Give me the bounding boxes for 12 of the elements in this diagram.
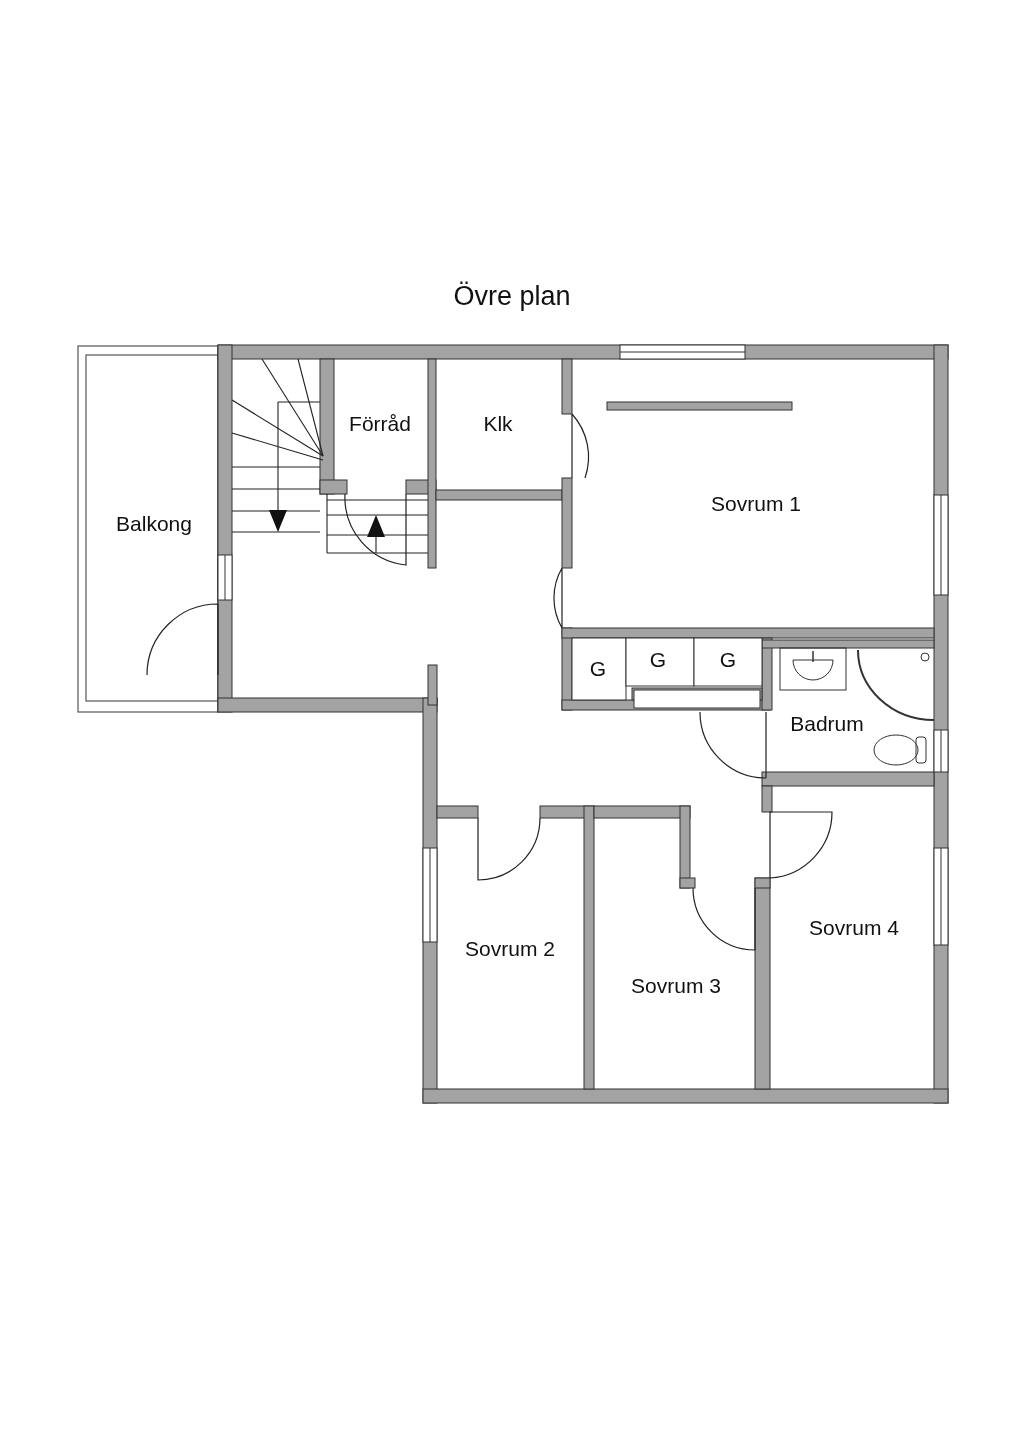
room-label: Sovrum 3 [631, 974, 721, 998]
cabinet-label: G [649, 648, 667, 672]
room-label: Sovrum 1 [711, 492, 801, 516]
room-label: Förråd [349, 412, 411, 436]
plan-title: Övre plan [453, 280, 571, 312]
room-label: Badrum [790, 712, 864, 736]
room-label: Klk [483, 412, 513, 436]
room-label: Balkong [116, 512, 192, 536]
cabinet-label: G [719, 648, 737, 672]
room-label: Sovrum 2 [465, 937, 555, 961]
cabinet-label: G [589, 657, 607, 681]
room-label: Sovrum 4 [809, 916, 899, 940]
